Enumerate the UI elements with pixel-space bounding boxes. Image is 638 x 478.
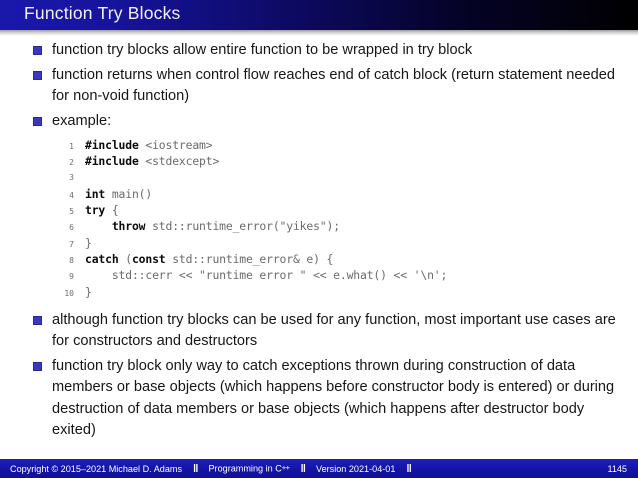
code-line-text: #include <iostream> — [85, 137, 213, 153]
code-line-text: #include <stdexcept> — [85, 153, 219, 169]
list-item-label: function try block only way to catch exc… — [52, 357, 615, 439]
list-item: function try block only way to catch exc… — [0, 356, 638, 442]
footer-course: Programming in C++ — [208, 463, 290, 474]
code-line: 9 std::cerr << "runtime error " << e.wha… — [52, 267, 638, 283]
code-plain: } — [85, 235, 92, 250]
code-plain: } — [85, 284, 92, 299]
code-plain: std::runtime_error("yikes"); — [145, 219, 340, 234]
code-line-number: 1 — [69, 142, 74, 151]
footer-copyright: Copyright © 2015–2021 Michael D. Adams — [10, 463, 182, 474]
footer-separator-icon: ‖ — [406, 462, 412, 475]
code-line-number: 8 — [69, 256, 74, 266]
footer-course-superscript: ++ — [281, 463, 290, 473]
code-line-number: 5 — [69, 207, 74, 217]
list-item-label: although function try blocks can be used… — [52, 311, 616, 350]
code-line: 5 try { — [52, 202, 638, 218]
code-line: 8 catch (const std::runtime_error& e) { — [52, 251, 638, 267]
code-line-text: } — [85, 235, 92, 251]
code-line-text: catch (const std::runtime_error& e) { — [85, 251, 333, 267]
code-plain: std::runtime_error& e) { — [165, 252, 334, 267]
bullet-square-icon — [33, 116, 42, 126]
list-item-label: example: — [52, 112, 112, 129]
code-line-number: 9 — [69, 272, 74, 282]
code-keyword: const — [131, 252, 166, 267]
code-keyword: #include — [85, 154, 139, 169]
bullet-square-icon — [33, 315, 42, 325]
page-number: 1145 — [607, 463, 627, 474]
code-keyword: int — [85, 186, 106, 201]
code-plain: <stdexcept> — [138, 154, 220, 169]
code-keyword: catch — [85, 252, 119, 267]
header-underline — [0, 30, 638, 36]
footer-course-label: Programming in C — [208, 463, 282, 474]
code-listing: 1 #include <iostream> 2 #include <stdexcept… — [0, 137, 638, 300]
code-line-number: 4 — [69, 190, 74, 200]
code-line: 1 #include <iostream> — [52, 137, 638, 153]
code-plain — [85, 219, 112, 233]
list-item-label: function returns when control flow reach… — [52, 66, 615, 105]
code-line-text: std::cerr << "runtime error " << e.what(… — [85, 267, 448, 283]
slide-header: Function Try Blocks — [0, 0, 638, 30]
footer-separator-icon: ‖ — [193, 462, 199, 475]
footer-version: Version 2021-04-01 — [316, 463, 396, 474]
code-keyword: #include — [85, 138, 139, 152]
code-line-text: int main() — [85, 186, 152, 202]
code-plain: { — [105, 203, 119, 218]
code-line-number: 2 — [69, 158, 74, 168]
code-line: 6 throw std::runtime_error("yikes"); — [52, 218, 638, 234]
footer-left-group: Copyright © 2015–2021 Michael D. Adams ‖… — [0, 463, 422, 475]
slide-content: function try blocks allow entire functio… — [0, 40, 638, 445]
code-line: 7} — [52, 235, 638, 251]
code-plain: <iostream> — [138, 138, 213, 152]
code-line-number: 10 — [64, 288, 74, 298]
code-line-text: throw std::runtime_error("yikes"); — [85, 218, 340, 234]
code-line-text: try { — [85, 202, 119, 218]
list-item: example: — [0, 111, 638, 133]
code-line-text: } — [85, 284, 92, 300]
code-plain: ( — [118, 252, 132, 267]
list-item: function try blocks allow entire functio… — [0, 40, 638, 62]
slide-footer: Copyright © 2015–2021 Michael D. Adams ‖… — [0, 459, 638, 478]
code-keyword: throw — [111, 219, 146, 234]
code-plain: main() — [105, 186, 153, 201]
list-item: function returns when control flow reach… — [0, 65, 638, 108]
list-item: although function try blocks can be used… — [0, 310, 638, 353]
code-plain: std::cerr << "runtime error " << e.what(… — [85, 268, 448, 283]
page-title: Function Try Blocks — [24, 3, 181, 23]
bullet-square-icon — [33, 70, 42, 80]
list-item-label: function try blocks allow entire functio… — [52, 42, 473, 58]
footer-separator-icon: ‖ — [300, 462, 307, 475]
code-line-number: 7 — [69, 239, 74, 249]
code-line: 10} — [52, 284, 638, 300]
bullet-square-icon — [33, 361, 42, 371]
code-line: 3 — [52, 170, 638, 186]
bullet-square-icon — [33, 46, 42, 55]
code-line: 2 #include <stdexcept> — [52, 153, 638, 169]
code-keyword: try — [85, 203, 106, 218]
code-line-number: 3 — [69, 172, 74, 182]
code-line: 4 int main() — [52, 186, 638, 202]
code-line-number: 6 — [69, 223, 74, 233]
